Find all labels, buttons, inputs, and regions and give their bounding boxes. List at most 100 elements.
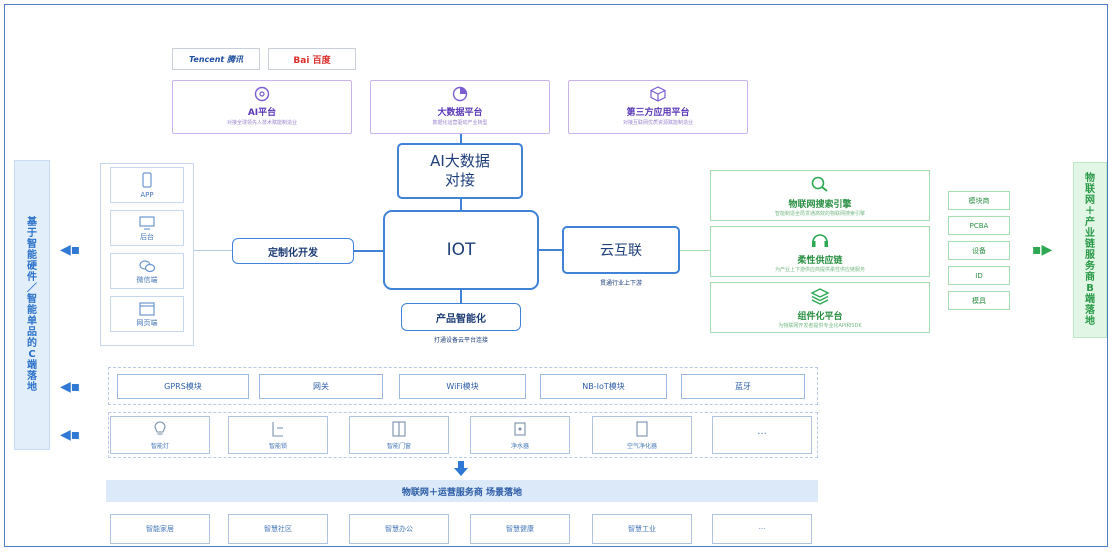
device-label: 智能灯 (150, 443, 169, 450)
purifier-icon (514, 422, 526, 436)
product-caption: 打通设备云平台连接 (433, 337, 488, 344)
platform-title: 第三方应用平台 (626, 108, 690, 118)
supply-item: PCBA (948, 216, 1010, 235)
device-item: 智能门窗 (349, 416, 449, 454)
module-item: NB-IoT模块 (540, 374, 667, 399)
ai-node-line1: AI大数据 (430, 152, 490, 170)
app-item: APP (110, 167, 184, 203)
connector (680, 250, 710, 251)
lock-icon (272, 422, 283, 437)
air-purifier-icon (636, 421, 648, 437)
device-item: 净水器 (470, 416, 570, 454)
right-banner: 物联网＋产业链服务商 B端落地 (1073, 162, 1107, 338)
diagram-frame (4, 4, 1108, 547)
left-banner-text: 基于智能硬件／智能单品的C端落地 (27, 217, 37, 393)
headset-icon (812, 234, 828, 247)
app-item-label: 网页端 (136, 319, 158, 327)
device-label: 智能门窗 (386, 443, 411, 450)
service-title: 物联网搜索引擎 (788, 200, 852, 210)
baidu-logo: Bai 百度 (268, 48, 356, 70)
scene-item: 智能家居 (110, 514, 210, 544)
device-label: 净水器 (510, 443, 529, 450)
arrow-left-icon: ◀▪ (60, 427, 81, 443)
third-party-platform-card: 第三方应用平台 对接互联网优质资源赋能制造业 (568, 80, 748, 134)
product-smart-node: 产品智能化 (401, 303, 521, 331)
module-item: WiFi模块 (399, 374, 526, 399)
app-item-label: 后台 (140, 233, 154, 241)
ai-head-icon (254, 86, 270, 102)
service-title: 组件化平台 (797, 312, 843, 322)
platform-subtitle: 数据化运营驱动产业转型 (432, 120, 488, 126)
cube-icon (650, 86, 666, 102)
left-banner: 基于智能硬件／智能单品的C端落地 (14, 160, 50, 450)
connector (460, 290, 462, 303)
device-label: 智能锁 (268, 443, 287, 450)
scene-item: 智慧工业 (592, 514, 692, 544)
supply-item: 模具 (948, 291, 1010, 310)
app-column (100, 163, 194, 346)
device-item: 智能锁 (228, 416, 328, 454)
device-item: ··· (712, 416, 812, 454)
ai-node-line2: 对接 (444, 171, 475, 189)
app-item: 网页端 (110, 296, 184, 332)
service-subtitle: 为产业上下游供应商提供柔性供应链服务 (774, 267, 865, 273)
device-item: 智能灯 (110, 416, 210, 454)
platform-title: AI平台 (247, 108, 277, 118)
device-item: 空气净化器 (592, 416, 692, 454)
module-item: 蓝牙 (681, 374, 805, 399)
service-card-supply: 柔性供应链 为产业上下游供应商提供柔性供应链服务 (710, 226, 930, 277)
bigdata-platform-card: 大数据平台 数据化运营驱动产业转型 (370, 80, 550, 134)
app-item-label: 微信端 (136, 276, 158, 284)
scene-item: ··· (712, 514, 812, 544)
scene-item: 智慧社区 (228, 514, 328, 544)
cloud-caption: 贯通行业上下游 (599, 280, 642, 287)
supply-item: 设备 (948, 241, 1010, 260)
cloud-interconnect-node: 云互联 (562, 226, 680, 274)
platform-subtitle: 对接全球领先人技术赋能制造业 (226, 120, 297, 126)
arrow-left-icon: ◀▪ (60, 242, 81, 258)
phone-icon (142, 172, 152, 188)
module-item: GPRS模块 (117, 374, 249, 399)
app-item: 后台 (110, 210, 184, 246)
iot-node: IOT (383, 210, 539, 290)
connector (194, 250, 232, 251)
service-subtitle: 智能制造全局贯通高效的物联网搜索引擎 (774, 211, 865, 217)
scenario-bar: 物联网＋运营服务商 场景落地 (106, 480, 818, 502)
arrow-down-icon (454, 461, 468, 477)
service-title: 柔性供应链 (797, 256, 843, 266)
bulb-icon (154, 421, 166, 435)
arrow-right-icon: ▪▶ (1032, 242, 1053, 258)
custom-dev-node: 定制化开发 (232, 238, 354, 264)
platform-subtitle: 对接互联网优质资源赋能制造业 (622, 120, 693, 126)
monitor-icon (139, 216, 155, 230)
tencent-logo: Tencent 腾讯 (172, 48, 260, 70)
right-banner-text: 物联网＋产业链服务商 B端落地 (1085, 173, 1095, 327)
arrow-left-icon: ◀▪ (60, 379, 81, 395)
ai-platform-card: AI平台 对接全球领先人技术赋能制造业 (172, 80, 352, 134)
app-item: 微信端 (110, 253, 184, 289)
scene-item: 智慧健康 (470, 514, 570, 544)
pie-chart-icon (452, 86, 468, 102)
module-row (108, 367, 818, 405)
connector (460, 134, 462, 143)
connector (460, 199, 462, 210)
module-item: 网关 (259, 374, 383, 399)
more-icon: ··· (757, 429, 767, 440)
platform-title: 大数据平台 (437, 108, 483, 118)
search-icon (811, 176, 828, 192)
service-card-search: 物联网搜索引擎 智能制造全局贯通高效的物联网搜索引擎 (710, 170, 930, 221)
supply-item: ID (948, 266, 1010, 285)
device-label: 空气净化器 (626, 443, 657, 450)
device-row (108, 412, 818, 458)
connector (354, 250, 383, 252)
ai-bigdata-node: AI大数据 对接 (397, 143, 523, 199)
layers-icon (810, 288, 830, 305)
supply-item: 模块商 (948, 191, 1010, 210)
app-item-label: APP (140, 191, 154, 199)
service-card-component: 组件化平台 为物联网开发者提供专业化API和SDK (710, 282, 930, 333)
wechat-icon (139, 260, 156, 273)
door-icon (392, 421, 406, 437)
connector (539, 249, 562, 251)
service-subtitle: 为物联网开发者提供专业化API和SDK (778, 323, 862, 329)
browser-icon (139, 302, 155, 316)
